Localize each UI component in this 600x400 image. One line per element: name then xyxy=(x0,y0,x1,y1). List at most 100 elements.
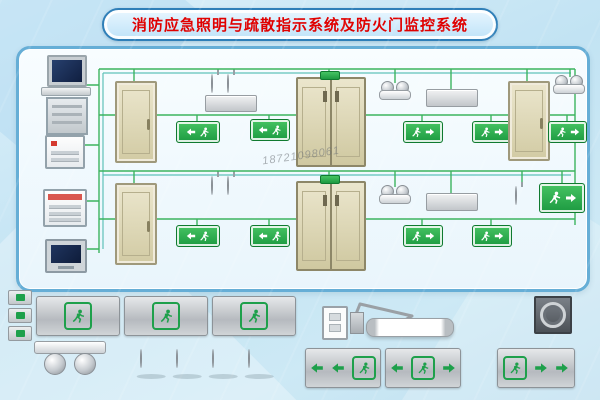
single-fire-door xyxy=(115,183,157,265)
door-frame-glyph xyxy=(503,356,527,380)
twin-emergency-lamp xyxy=(553,75,585,95)
running-man-icon xyxy=(412,230,421,241)
closer-bracket xyxy=(350,312,364,334)
dome-light xyxy=(172,349,202,379)
display-terminal xyxy=(45,239,87,273)
large-exit-sign xyxy=(539,183,585,213)
running-man-icon xyxy=(359,362,369,374)
running-man-icon xyxy=(481,126,490,137)
arrow-icon xyxy=(258,126,268,134)
monitor-screen xyxy=(52,60,82,82)
directional-exit-sign xyxy=(385,348,461,388)
workstation-cabinet xyxy=(46,97,88,135)
dome-light xyxy=(227,70,241,93)
twin-emergency-lamp xyxy=(379,81,411,101)
running-man-icon xyxy=(481,230,490,241)
directional-exit-sign xyxy=(305,348,381,388)
cabinet-slot xyxy=(49,212,81,216)
fan-icon xyxy=(540,302,566,328)
arrow-icon xyxy=(391,363,403,373)
double-fire-door xyxy=(296,77,366,167)
running-man-icon xyxy=(272,230,281,241)
terminal-screen xyxy=(51,245,81,263)
dome-light xyxy=(208,349,238,379)
exit-sign xyxy=(548,121,587,143)
door-frame-glyph xyxy=(152,302,180,330)
arrow-icon xyxy=(443,363,455,373)
ceiling-lamp-panel xyxy=(205,95,257,112)
exit-sign xyxy=(472,121,512,143)
arrow-icon xyxy=(565,194,576,202)
signal-module xyxy=(8,308,32,323)
arrow-icon xyxy=(425,128,435,136)
running-man-icon xyxy=(510,362,520,374)
cabinet-slot xyxy=(49,205,81,209)
running-man-icon xyxy=(412,126,421,137)
directional-exit-sign xyxy=(497,348,575,388)
power-cabinet xyxy=(43,189,87,227)
running-man-icon xyxy=(549,191,560,204)
door-frame-glyph xyxy=(352,356,376,380)
running-man-icon xyxy=(272,124,281,135)
exit-sign xyxy=(176,225,220,247)
arrow-icon xyxy=(425,232,435,240)
dome-light xyxy=(211,172,225,195)
arrow-icon xyxy=(556,363,568,373)
exit-sign xyxy=(176,121,220,143)
computer-workstation xyxy=(39,55,91,135)
single-fire-door xyxy=(508,81,550,161)
dome-light xyxy=(515,182,529,205)
door-frame-sign xyxy=(320,71,340,80)
ceiling-lamp-panel xyxy=(426,193,478,211)
dome-light xyxy=(227,172,241,195)
exit-sign xyxy=(472,225,512,247)
board-title: 消防应急照明与疏散指示系统及防火门监控系统 xyxy=(131,17,469,34)
arrow-icon xyxy=(332,363,344,373)
exit-sign-panel xyxy=(36,296,120,336)
dome-light xyxy=(136,349,166,379)
signal-module xyxy=(8,326,32,341)
signal-module-stack xyxy=(8,290,32,344)
fire-door-closer xyxy=(350,296,464,342)
arrow-icon xyxy=(570,128,579,136)
running-man-icon xyxy=(556,126,566,137)
cabinet-header xyxy=(48,194,82,200)
workstation-monitor xyxy=(47,55,87,87)
arrow-icon xyxy=(535,363,547,373)
running-man-icon xyxy=(72,309,84,323)
arrow-icon xyxy=(258,232,268,240)
door-frame-glyph xyxy=(240,302,268,330)
main-panel xyxy=(16,46,590,292)
exit-sign-panel xyxy=(212,296,296,336)
door-frame-glyph xyxy=(411,356,435,380)
status-led xyxy=(51,141,57,146)
single-fire-door xyxy=(115,81,157,163)
exit-sign xyxy=(403,225,443,247)
closer-body xyxy=(366,318,454,337)
running-man-icon xyxy=(200,126,209,137)
exit-sign xyxy=(250,119,290,141)
exhaust-fan xyxy=(534,296,572,334)
workstation-keyboard xyxy=(41,87,91,96)
dome-light xyxy=(244,349,274,379)
title-banner: 消防应急照明与疏散指示系统及防火门监控系统 xyxy=(101,8,499,41)
exit-sign xyxy=(250,225,290,247)
ceiling-lamp-panel xyxy=(426,89,478,107)
arrow-icon xyxy=(186,128,196,136)
cabinet-slot xyxy=(49,218,81,222)
terminal-stand xyxy=(58,266,74,269)
twin-dome-emergency-lamp xyxy=(34,340,106,376)
arrow-icon xyxy=(186,232,196,240)
cabinet-slot xyxy=(51,151,79,155)
arrow-icon xyxy=(494,232,504,240)
running-man-icon xyxy=(248,309,260,323)
exit-sign-panel xyxy=(124,296,208,336)
arrow-icon xyxy=(311,363,323,373)
dome-light xyxy=(211,70,225,93)
wall-switch-panel xyxy=(322,306,348,340)
control-cabinet xyxy=(45,135,85,169)
running-man-icon xyxy=(200,230,209,241)
running-man-icon xyxy=(418,362,428,374)
exit-sign xyxy=(403,121,443,143)
